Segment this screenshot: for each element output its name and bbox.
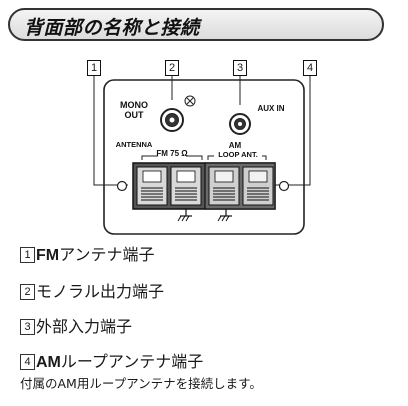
antenna-terminal-block <box>132 162 276 210</box>
callout-4: 4 <box>303 60 317 76</box>
terminal-clip-am-1 <box>208 166 240 206</box>
callout-3: 3 <box>233 60 247 76</box>
item-bold-prefix: AM <box>36 354 61 371</box>
terminal-clip-fm-2 <box>170 166 202 206</box>
section-header: 背面部の名称と接続 <box>8 8 384 41</box>
terminal-clip-am-2 <box>242 166 274 206</box>
ground-symbol-fm-icon <box>177 209 192 222</box>
item-label: 外部入力端子 <box>36 317 133 336</box>
section-title: 背面部の名称と接続 <box>24 17 200 39</box>
item-number-badge: 1 <box>20 247 35 263</box>
mono-out-jack-icon <box>160 108 184 132</box>
antenna-label: ANTENNA <box>115 140 153 149</box>
item-label: アンテナ端子 <box>59 245 155 264</box>
callout-2: 2 <box>165 60 179 76</box>
item-4-description: 付属のAM用ループアンテナを接続します。 <box>20 376 262 391</box>
aux-in-label: AUX IN <box>257 104 285 113</box>
screw-hole-left-icon <box>116 180 128 192</box>
callout-1: 1 <box>87 60 101 76</box>
mono-out-label-line1: MONO <box>120 100 148 110</box>
item-number-badge: 4 <box>20 354 35 370</box>
ground-symbol-am-icon <box>217 209 232 222</box>
terminal-clip-fm-1 <box>136 166 168 206</box>
circled-x-icon <box>184 95 196 107</box>
mono-out-label-line2: OUT <box>124 110 144 120</box>
am-label: AM <box>228 141 242 150</box>
item-label: モノラル出力端子 <box>36 282 165 301</box>
item-label: ループアンテナ端子 <box>60 352 204 371</box>
item-bold-prefix: FM <box>36 247 60 264</box>
aux-in-jack-icon <box>229 113 251 135</box>
item-number-badge: 3 <box>20 319 35 335</box>
item-number-badge: 2 <box>20 284 35 300</box>
loop-ant-label: LOOP ANT. <box>218 150 258 159</box>
screw-hole-right-icon <box>278 180 290 192</box>
fm-75-ohm-label: FM 75 Ω <box>156 149 188 158</box>
